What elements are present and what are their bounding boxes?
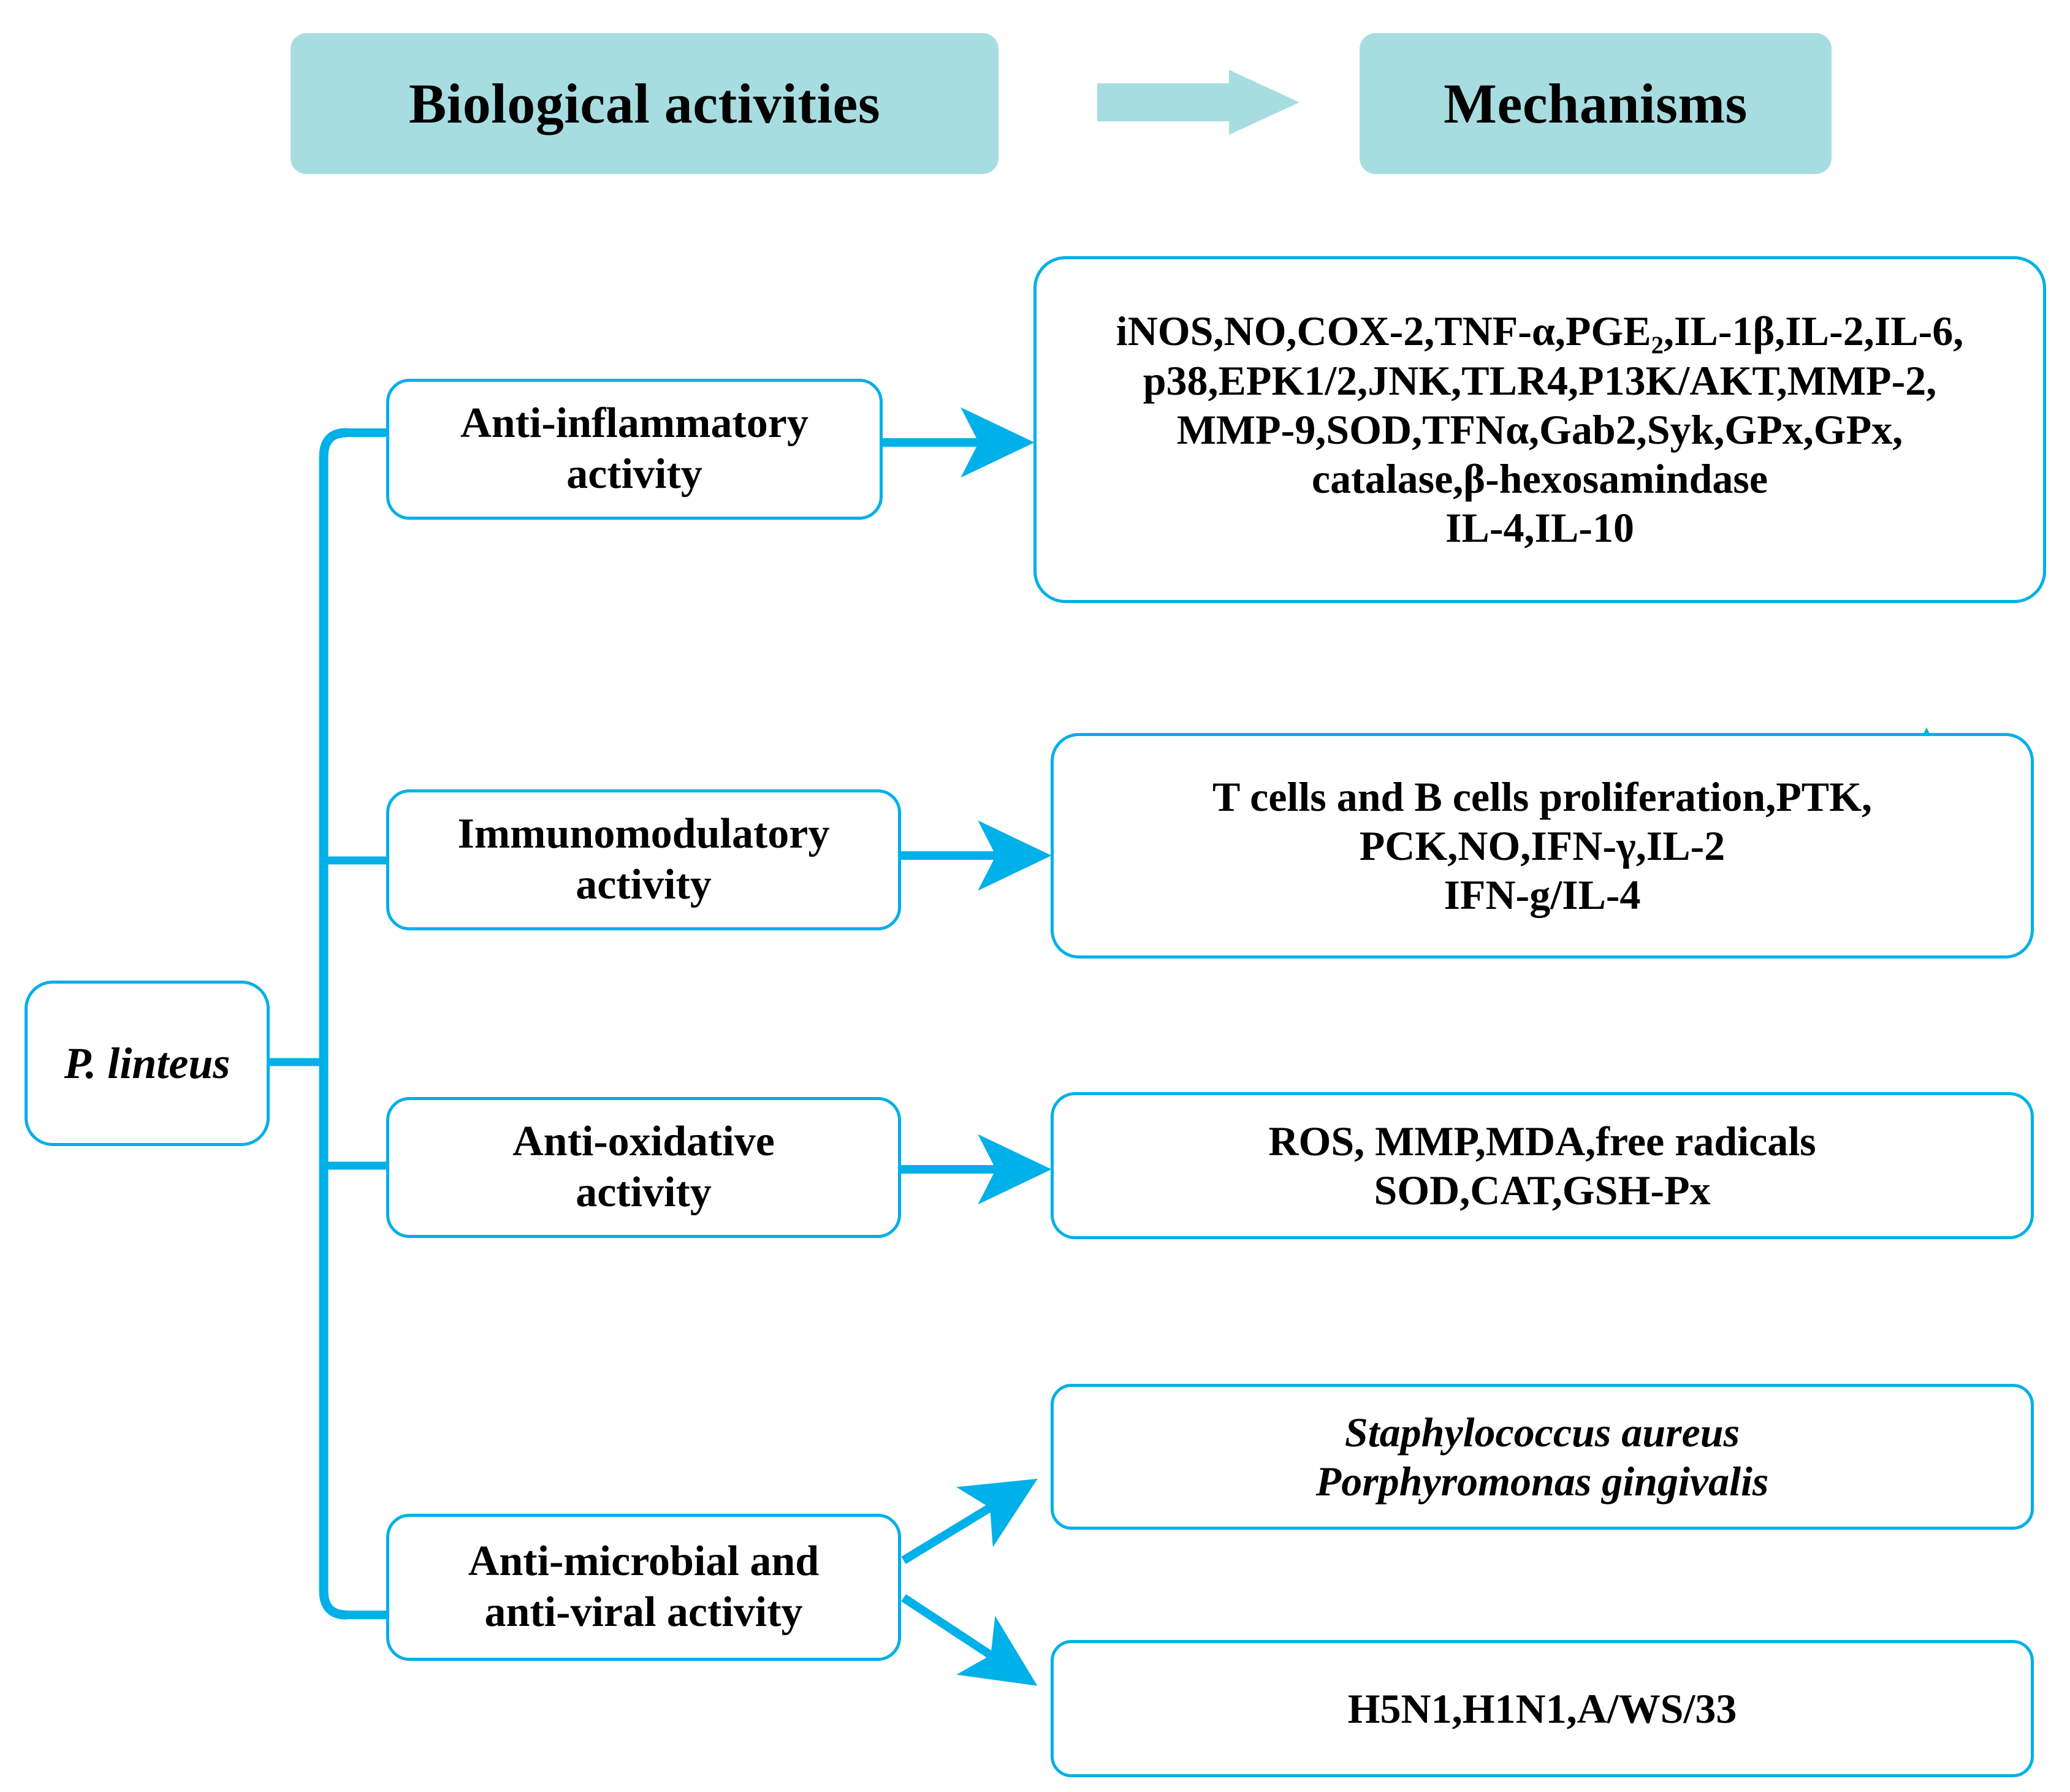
banner-mechanisms: Mechanisms xyxy=(1360,33,1832,174)
activity-anti-inflammatory-line2: activity xyxy=(566,450,702,498)
mechanism-node-immunomodulatory[interactable]: T cells and B cells proliferation,PTK, P… xyxy=(1051,733,2034,959)
activity-node-anti-oxidative[interactable]: Anti-oxidative activity xyxy=(386,1097,901,1238)
mechanism-anti-inflammatory-line3: MMP-9,SOD,TFNα,Gab2,Syk,GPx,GPx, xyxy=(1176,406,1903,453)
mechanism-anti-oxidative-line1: ROS, MMP,MDA,free radicals xyxy=(1268,1117,1816,1164)
mechanism-anti-viral-line1: H5N1,H1N1,A/WS/33 xyxy=(1347,1685,1737,1732)
mechanism-anti-inflammatory-line2: p38,EPK1/2,JNK,TLR4,P13K/AKT,MMP-2, xyxy=(1143,357,1937,404)
mechanism-immunomodulatory-line1: T cells and B cells proliferation,PTK, xyxy=(1212,773,1873,820)
mechanism-immunomodulatory-line3: IFN-g/IL-4 xyxy=(1444,871,1641,919)
activity-node-immunomodulatory[interactable]: Immunomodulatory activity xyxy=(386,789,901,930)
mechanism-node-anti-oxidative[interactable]: ROS, MMP,MDA,free radicals SOD,CAT,GSH-P… xyxy=(1051,1092,2034,1239)
mechanism-anti-inflammatory-line4: catalase,β-hexosamindase xyxy=(1311,455,1768,503)
activity-immunomodulatory-line1: Immunomodulatory xyxy=(457,810,830,858)
activity-node-anti-inflammatory[interactable]: Anti-inflammatory activity xyxy=(386,379,883,520)
activity-anti-inflammatory-line1: Anti-inflammatory xyxy=(460,400,809,447)
mechanism-anti-inflammatory-line5: IL-4,IL-10 xyxy=(1445,504,1634,552)
arrow-microbial-to-bacteria xyxy=(901,1478,1038,1564)
activity-immunomodulatory-line2: activity xyxy=(576,861,712,908)
banner-activities-label: Biological activities xyxy=(408,72,881,135)
activity-anti-oxidative-line1: Anti-oxidative xyxy=(512,1118,775,1166)
mechanism-node-anti-inflammatory[interactable]: iNOS,NO,COX-2,TNF-α,PGE₂,IL-1β,IL-2,IL-6… xyxy=(1033,256,2046,603)
mechanism-node-anti-viral[interactable]: H5N1,H1N1,A/WS/33 xyxy=(1051,1640,2034,1777)
banner-mechanisms-label: Mechanisms xyxy=(1444,72,1748,135)
mechanism-anti-inflammatory-line1: iNOS,NO,COX-2,TNF-α,PGE₂,IL-1β,IL-2,IL-6… xyxy=(1116,306,1963,355)
mechanism-anti-bacterial-line2: Porphyromonas gingivalis xyxy=(1315,1458,1769,1505)
mechanism-anti-inflammatory-line1-text: iNOS,NO,COX-2,TNF-α,PGE₂,IL-1β,IL-2,IL-6… xyxy=(1116,308,1964,355)
root-node-label: P. linteus xyxy=(64,1038,230,1088)
activity-anti-microbial-line1: Anti-microbial and xyxy=(468,1538,820,1585)
mechanism-immunomodulatory-line2: PCK,NO,IFN-γ,IL-2 xyxy=(1359,822,1726,869)
root-node-p-linteus[interactable]: P. linteus xyxy=(25,981,270,1146)
banner-biological-activities: Biological activities xyxy=(291,33,999,174)
activity-anti-microbial-line2: anti-viral activity xyxy=(484,1589,803,1636)
activity-node-anti-microbial-antiviral[interactable]: Anti-microbial and anti-viral activity xyxy=(386,1514,901,1661)
block-right-arrow-icon xyxy=(1097,70,1299,135)
mechanism-node-anti-bacterial[interactable]: Staphylococcus aureus Porphyromonas ging… xyxy=(1051,1384,2034,1530)
mechanism-anti-oxidative-line2: SOD,CAT,GSH-Px xyxy=(1374,1167,1711,1213)
arrow-microbial-to-virus xyxy=(901,1594,1038,1686)
mechanism-anti-bacterial-line1: Staphylococcus aureus xyxy=(1344,1408,1740,1456)
bracket-spine xyxy=(319,428,351,1620)
activity-anti-oxidative-line2: activity xyxy=(576,1169,712,1216)
